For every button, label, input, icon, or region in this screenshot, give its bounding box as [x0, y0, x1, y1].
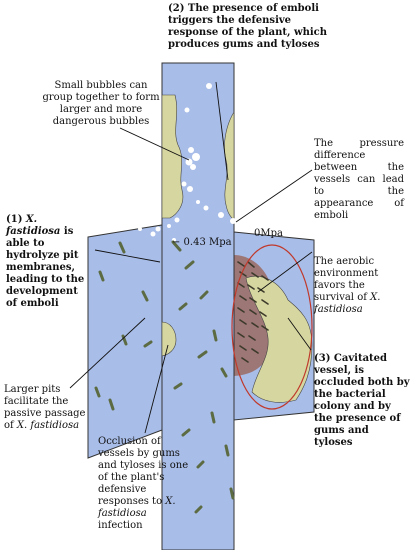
bacterium [220, 367, 228, 378]
larger-pits-species: X. fastidiosa [16, 420, 80, 431]
bubble [184, 107, 190, 113]
bubble [218, 212, 224, 218]
bacterium [181, 428, 191, 437]
leader-larger-pits [69, 317, 146, 389]
tylose-upper-right [224, 110, 235, 221]
bacterium [108, 398, 115, 411]
bubble [188, 147, 194, 153]
aerobic-text: The aerobic environment favors the survi… [314, 256, 379, 303]
bubble [174, 217, 180, 223]
bacterium [194, 505, 203, 514]
bacterium [121, 334, 128, 346]
bacterium [141, 290, 149, 302]
bacterium [196, 460, 205, 469]
pit-rest: is able to hydrolyze pit membranes, lead… [6, 226, 85, 309]
bubble [196, 200, 200, 204]
bacteria [94, 240, 235, 514]
bacterium [224, 444, 230, 457]
label-aerobic: The aerobic environment favors the survi… [314, 256, 406, 316]
label-small-bubbles: Small bubbles can group together to form… [42, 80, 160, 127]
bacterium [212, 329, 218, 342]
pit-prefix: (1) [6, 214, 23, 225]
label-occlusion: Occlusion of vessels by gums and tyloses… [98, 436, 190, 532]
bacterium [94, 386, 101, 398]
leader-pressure [235, 169, 313, 223]
bacterium [98, 270, 105, 282]
bubble [167, 224, 171, 228]
leader-cavitated [287, 317, 312, 351]
leader-bubbles [119, 127, 190, 161]
cavitated-ellipse [231, 244, 313, 410]
bubble [190, 164, 196, 170]
bubble [138, 227, 142, 231]
bubble [230, 218, 236, 224]
bacterium [171, 240, 182, 252]
bubble [181, 181, 187, 187]
occlusion-tail: infection [98, 520, 143, 531]
bacterium [210, 411, 216, 424]
bacterium [197, 350, 208, 359]
bubble [203, 205, 209, 211]
label-pressure-zero: 0Mpa [254, 228, 283, 239]
bubble [150, 231, 156, 237]
leader-occlusion [144, 344, 169, 434]
bubble-cluster [138, 83, 236, 242]
bubble [185, 158, 193, 166]
cavitated-tylose [245, 276, 313, 403]
leader-lines [69, 81, 313, 434]
bacterium [143, 340, 153, 348]
larger-pits-text: Larger pits facilitate the passive passa… [4, 384, 86, 431]
leader-top [215, 81, 229, 181]
aerobic-species: X. fastidiosa [314, 292, 381, 315]
bubble [155, 226, 161, 232]
label-pit-hydrolysis: (1) X. fastidiosa is able to hydrolyze p… [6, 214, 92, 310]
tylose-upper-left [161, 94, 184, 219]
bacterium [199, 290, 209, 300]
bubble [187, 186, 193, 192]
occlusion-text: Occlusion of vessels by gums and tyloses… [98, 436, 189, 507]
colony-bacteria [237, 261, 269, 363]
bacterium [173, 382, 183, 390]
label-larger-pits: Larger pits facilitate the passive passa… [4, 384, 96, 432]
leader-pit [94, 249, 161, 263]
bubble [192, 153, 200, 161]
bacterium [118, 241, 126, 254]
bubble [206, 83, 212, 89]
label-cavitated-vessel: (3) Cavitated vessel, is occluded both b… [314, 353, 410, 448]
label-pressure-low: − 0.43 Mpa [172, 237, 232, 248]
label-pressure-difference: The pressure difference between the vess… [314, 138, 404, 221]
bacterium [229, 487, 235, 500]
label-defensive-response: (2) The presence of emboli triggers the … [168, 3, 328, 50]
leader-aerobic [257, 251, 313, 293]
pit-species: X. fastidiosa [6, 214, 61, 237]
bacterium [184, 260, 195, 270]
occlusion-species: X. fastidiosa [98, 496, 176, 519]
bacterium [178, 302, 188, 311]
